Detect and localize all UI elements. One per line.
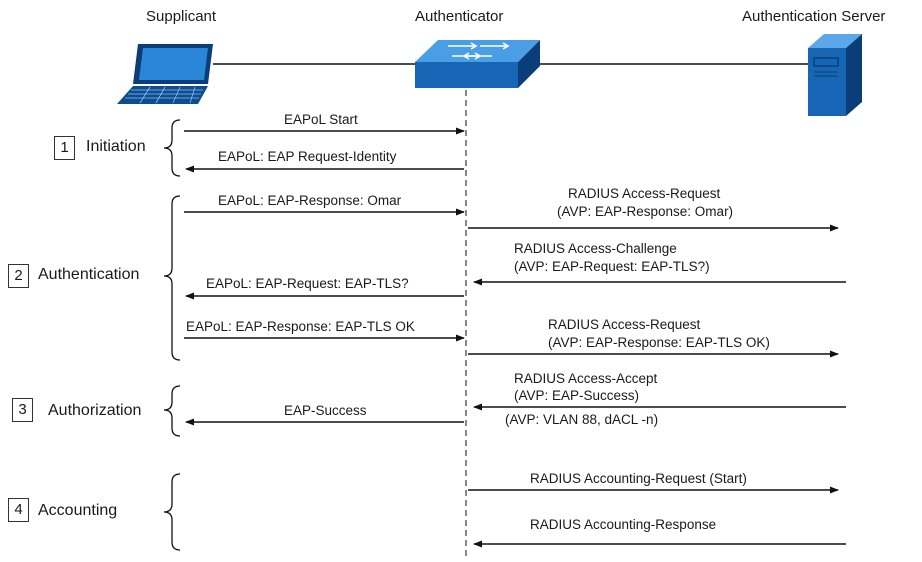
label-eapol-start: EAPoL Start — [284, 112, 358, 127]
label-radius-access-accept-avp: (AVP: EAP-Success) — [514, 388, 640, 403]
label-eapol-response-omar: EAPoL: EAP-Response: Omar — [218, 193, 402, 208]
label-eapol-request-identity: EAPoL: EAP Request-Identity — [218, 149, 397, 164]
label-radius-access-request-2-avp: (AVP: EAP-Response: EAP-TLS OK) — [548, 335, 770, 350]
label-radius-accounting-request: RADIUS Accounting-Request (Start) — [530, 471, 747, 486]
label-eap-success: EAP-Success — [284, 403, 367, 418]
phase-name-authorization: Authorization — [48, 402, 142, 419]
brace-authentication — [163, 195, 181, 361]
brace-authorization — [163, 385, 181, 437]
server-header: Authentication Server — [742, 8, 886, 25]
label-radius-access-request-1-avp: (AVP: EAP-Response: Omar) — [557, 204, 734, 219]
switch-icon — [415, 40, 540, 88]
brace-accounting — [163, 473, 181, 551]
authenticator-header: Authenticator — [415, 8, 504, 25]
label-radius-access-challenge-avp: (AVP: EAP-Request: EAP-TLS?) — [514, 259, 710, 274]
label-radius-access-challenge: RADIUS Access-Challenge — [514, 241, 677, 256]
phase-name-initiation: Initiation — [86, 138, 146, 155]
server-icon — [808, 34, 862, 116]
label-radius-access-request-2: RADIUS Access-Request — [548, 317, 701, 332]
phase-name-accounting: Accounting — [38, 502, 118, 519]
supplicant-header: Supplicant — [146, 8, 217, 25]
label-eapol-response-tls-ok: EAPoL: EAP-Response: EAP-TLS OK — [186, 319, 415, 334]
label-radius-access-accept-avp2: (AVP: VLAN 88, dACL -n) — [505, 412, 659, 427]
phase-number-2: 2 — [8, 264, 29, 288]
label-radius-access-request-1: RADIUS Access-Request — [568, 186, 721, 201]
label-radius-accounting-response: RADIUS Accounting-Response — [530, 517, 717, 532]
label-eapol-request-tls: EAPoL: EAP-Request: EAP-TLS? — [206, 276, 409, 291]
phase-number-4: 4 — [8, 498, 29, 522]
laptop-icon — [117, 44, 213, 104]
phase-number-3: 3 — [12, 398, 33, 422]
phase-name-authentication: Authentication — [38, 266, 140, 283]
brace-initiation — [163, 119, 181, 177]
phase-number-1: 1 — [54, 136, 75, 160]
label-radius-access-accept: RADIUS Access-Accept — [514, 371, 658, 386]
